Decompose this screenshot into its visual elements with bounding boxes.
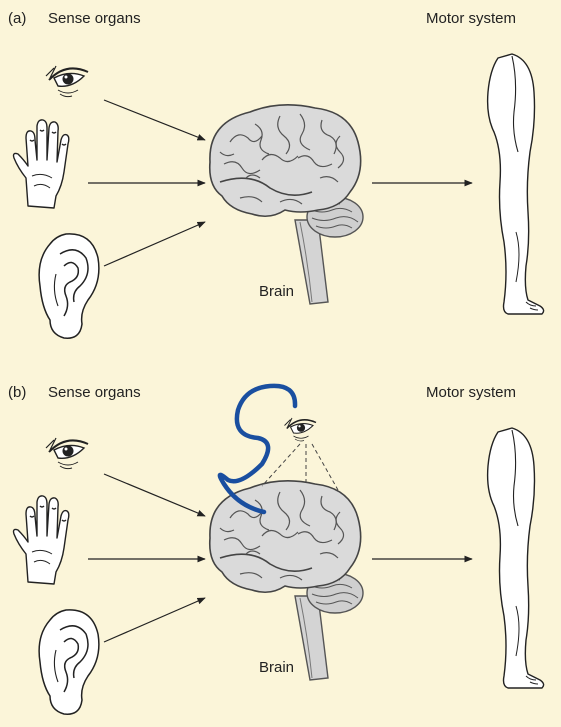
arrow-eye-brain	[104, 100, 205, 140]
arrow-ear-brain	[104, 222, 205, 266]
brain-icon	[210, 481, 363, 680]
eye-icon	[46, 66, 88, 97]
body-icon	[488, 54, 544, 314]
arrow-ear-brain	[104, 598, 205, 642]
diagram-a	[0, 0, 561, 360]
ear-icon	[39, 610, 99, 714]
eye-icon	[46, 438, 88, 469]
arrow-eye-brain	[104, 474, 205, 516]
inner-eye-icon	[285, 418, 317, 441]
body-icon	[488, 428, 544, 688]
panel-a: (a) Sense organs Motor system Brain	[0, 0, 561, 360]
brain-icon	[210, 105, 363, 304]
hand-icon	[14, 120, 69, 208]
panel-b: (b) Sense organs Motor system Brain	[0, 364, 561, 727]
hand-icon	[14, 496, 69, 584]
diagram-b	[0, 364, 561, 727]
ear-icon	[39, 234, 99, 338]
